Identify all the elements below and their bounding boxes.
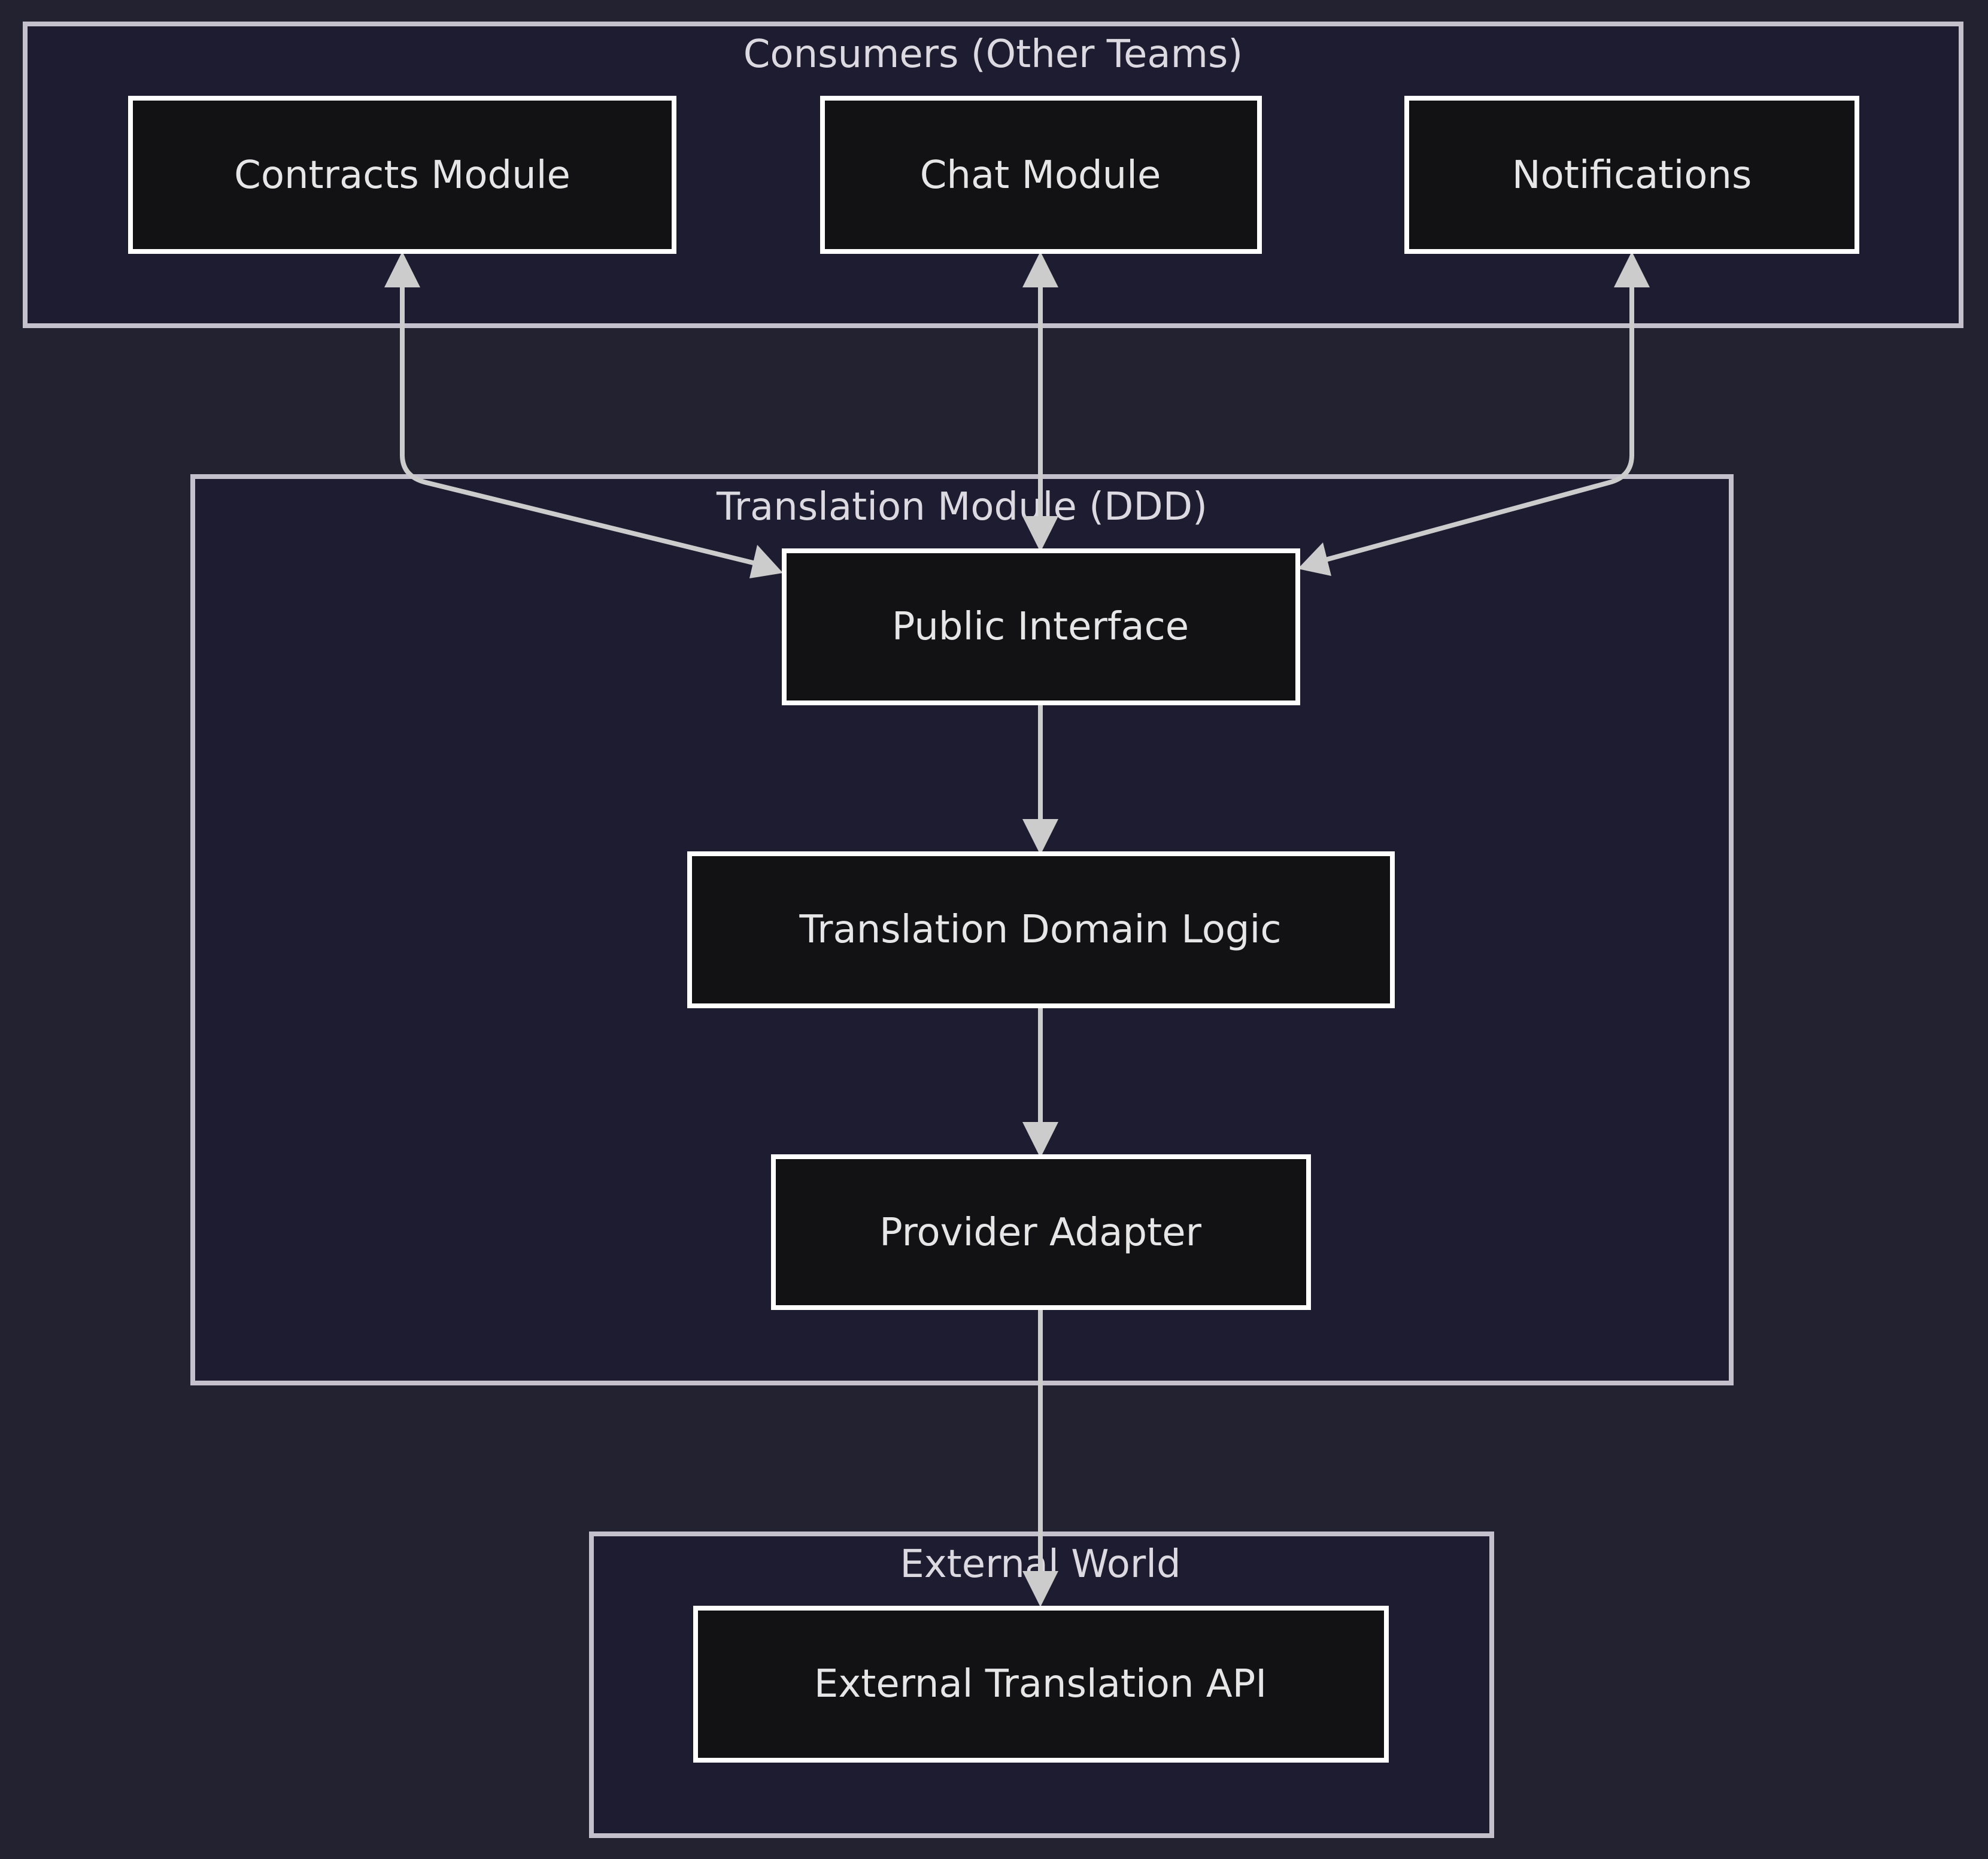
edges <box>400 285 1634 1578</box>
arrowhead-chat <box>1022 251 1058 287</box>
node-contracts-module-box[interactable] <box>128 96 676 254</box>
node-chat-module-box[interactable] <box>820 96 1262 254</box>
arrowhead-provider-adapter <box>1022 1122 1058 1158</box>
cluster-consumers-title: Consumers (Other Teams) <box>743 32 1243 77</box>
node-chat-module[interactable]: Chat Module <box>820 96 1262 254</box>
node-translation-domain-logic[interactable]: Translation Domain Logic <box>687 851 1395 1008</box>
node-notifications[interactable]: Notifications <box>1404 96 1859 254</box>
node-notifications-box[interactable] <box>1404 96 1859 254</box>
node-external-translation-api-box[interactable] <box>693 1606 1389 1763</box>
arrowhead-public-interface-right <box>1298 542 1331 576</box>
node-external-translation-api[interactable]: External Translation API <box>693 1606 1389 1763</box>
arrowhead-notifications <box>1614 251 1650 287</box>
node-contracts-module[interactable]: Contracts Module <box>128 96 676 254</box>
node-notifications-label: Notifications <box>1512 153 1752 198</box>
node-chat-module-label: Chat Module <box>920 153 1161 198</box>
node-public-interface-box[interactable] <box>782 548 1300 705</box>
arrowhead-external-api <box>1022 1571 1058 1607</box>
edge-notifications-to-public-interface <box>1325 285 1634 562</box>
node-contracts-module-label: Contracts Module <box>234 153 570 198</box>
cluster-translation-module-title: Translation Module (DDD) <box>716 485 1207 529</box>
arrowhead-domain-logic <box>1022 819 1058 855</box>
arrowhead-contracts <box>384 251 420 287</box>
node-provider-adapter-box[interactable] <box>771 1154 1311 1310</box>
arrowhead-public-interface-top <box>1022 516 1058 552</box>
node-translation-domain-logic-box[interactable] <box>687 851 1395 1008</box>
arrowhead-public-interface-left <box>749 545 783 578</box>
node-public-interface[interactable]: Public Interface <box>782 548 1300 705</box>
node-public-interface-label: Public Interface <box>892 605 1189 649</box>
edge-contracts-to-public-interface <box>400 285 755 565</box>
node-provider-adapter[interactable]: Provider Adapter <box>771 1154 1311 1310</box>
node-translation-domain-logic-label: Translation Domain Logic <box>799 908 1281 952</box>
node-external-translation-api-label: External Translation API <box>814 1662 1267 1706</box>
node-provider-adapter-label: Provider Adapter <box>879 1211 1201 1255</box>
arrowheads <box>384 251 1650 1607</box>
